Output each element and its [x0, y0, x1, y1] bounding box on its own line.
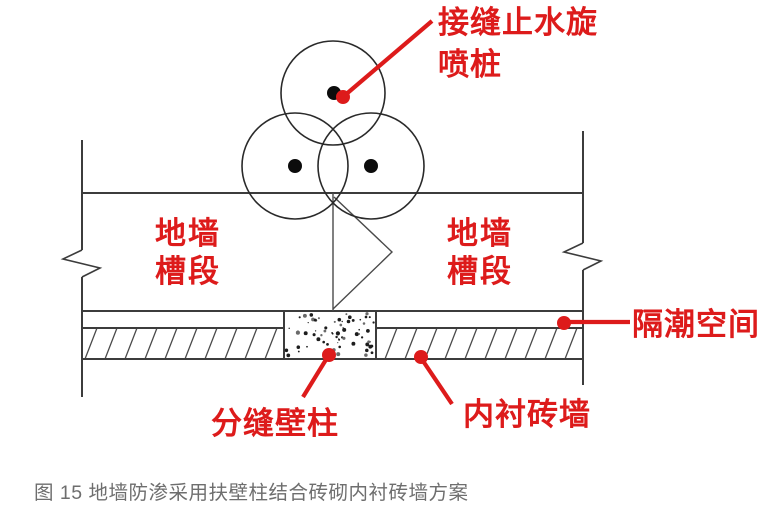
left-break-symbol [60, 249, 103, 278]
label-inner-brick-wall: 内衬砖墙 [463, 397, 591, 432]
leader-jet-pile [342, 19, 434, 98]
jet-pile-circle-left [241, 112, 349, 220]
annotation-leaders [301, 19, 630, 406]
anchor-dot-damp-space [557, 316, 571, 330]
label-jet-grout-pile-line2: 喷桩 [438, 47, 502, 82]
brick-wall-hatch [82, 328, 583, 359]
jet-pile-circle-right [317, 112, 425, 220]
label-wall-panel-right-line1: 地墙 [447, 216, 513, 251]
leader-pilaster [301, 356, 329, 399]
label-wall-panel-right: 地墙 槽段 [447, 215, 513, 291]
right-break-symbol [561, 242, 604, 271]
label-wall-panel-left: 地墙 槽段 [155, 215, 221, 291]
label-damp-proof-space: 隔潮空间 [632, 307, 760, 342]
jet-grout-circles [241, 40, 425, 220]
label-wall-panel-left-line2: 槽段 [155, 254, 221, 289]
pile-center-dots [288, 86, 378, 173]
figure-caption: 图 15 地墙防渗采用扶壁柱结合砖砌内衬砖墙方案 [34, 482, 469, 504]
joint-chevron [332, 196, 394, 310]
jet-pile-circle-top [280, 40, 386, 146]
label-wall-panel-right-line2: 槽段 [447, 254, 513, 289]
label-wall-panel-left-line1: 地墙 [155, 216, 221, 251]
anchor-dot-pilaster [322, 348, 336, 362]
anchor-dot-brick-wall [414, 350, 428, 364]
label-joint-pilaster: 分缝壁柱 [211, 406, 339, 441]
label-jet-grout-pile-line1: 接缝止水旋 [438, 5, 598, 40]
concrete-stipple-texture [284, 312, 375, 358]
leader-brick-wall [419, 356, 454, 406]
label-jet-grout-pile: 接缝止水旋 喷桩 [438, 2, 598, 86]
anchor-dot-jet-pile [336, 90, 350, 104]
